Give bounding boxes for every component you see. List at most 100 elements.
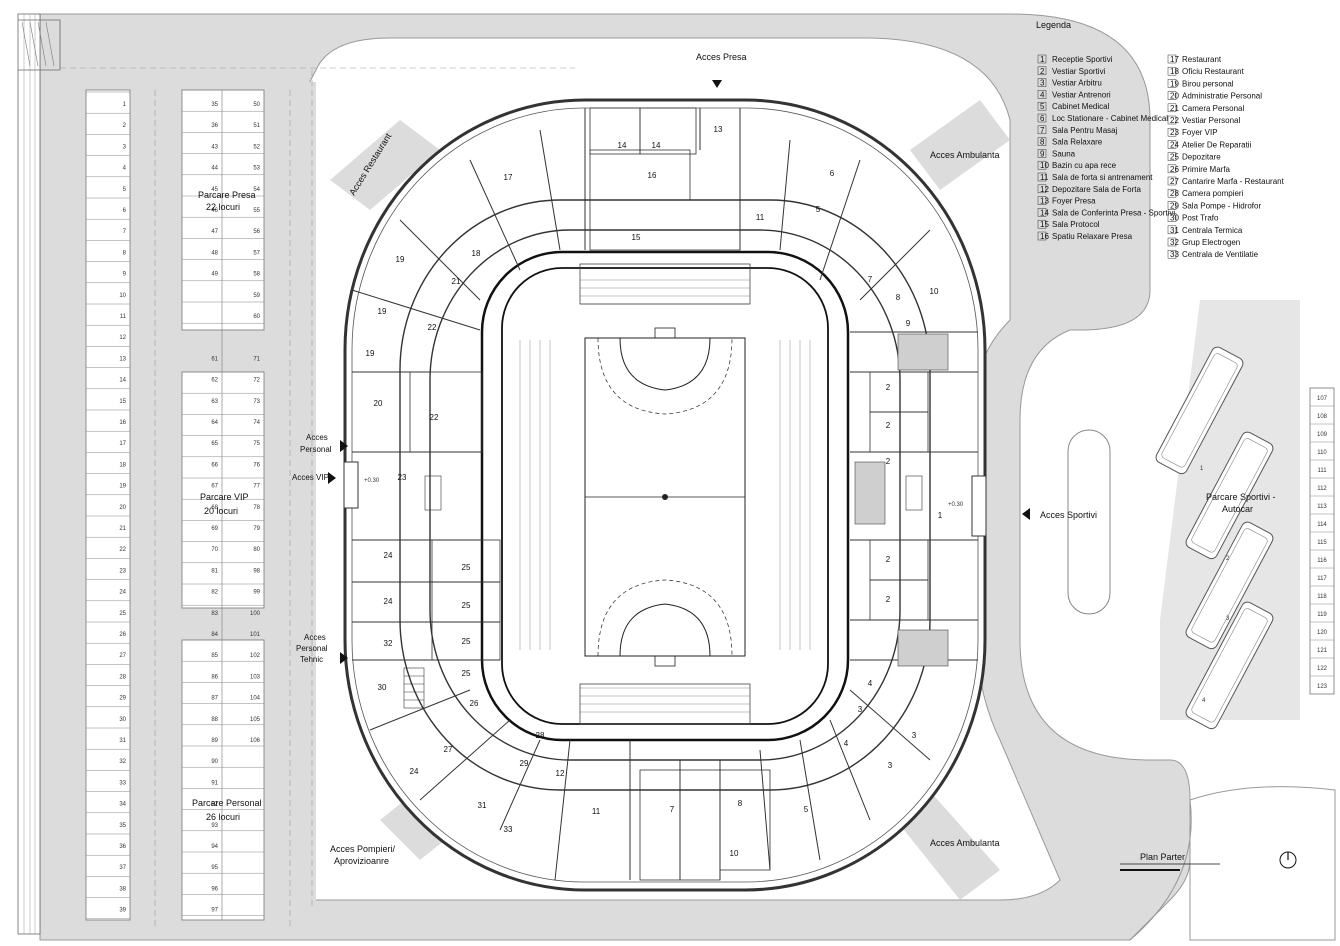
- parking-stall-number: 52: [253, 144, 260, 150]
- parking-stall-number: 64: [211, 420, 218, 426]
- legend-number-box: [1037, 219, 1047, 229]
- bus-stall-number: 121: [1317, 648, 1328, 654]
- legend-item-label: Cantarire Marfa - Restaurant: [1182, 177, 1285, 186]
- parking-stall-number: 51: [253, 123, 260, 129]
- legend-item-number: 13: [1040, 197, 1049, 206]
- legend-item-number: 18: [1170, 67, 1179, 76]
- acces-pompieri-label-2: Aprovizioanre: [334, 856, 389, 866]
- legend-item-number: 17: [1170, 55, 1179, 64]
- parking-stall-number: 36: [211, 123, 218, 129]
- parking-stall-number: 13: [119, 356, 126, 362]
- acces-pompieri-label-1: Acces Pompieri/: [330, 844, 396, 854]
- room-number: 17: [504, 173, 513, 182]
- parking-stall-number: 101: [250, 632, 261, 638]
- acces-tehnic-label-1: Acces: [304, 633, 326, 642]
- parking-stall-number: 104: [250, 696, 261, 702]
- parking-stall-number: 35: [119, 823, 126, 829]
- room-number: 5: [804, 805, 809, 814]
- legend-item-label: Camera Personal: [1182, 104, 1244, 113]
- parking-stall-number: 37: [119, 865, 126, 871]
- legend-item-number: 15: [1040, 220, 1049, 229]
- arrow-right-icon: [340, 652, 348, 664]
- legend-number-box: [1167, 164, 1177, 174]
- parking-stall-number: 19: [119, 484, 126, 490]
- room-number: 2: [886, 555, 891, 564]
- legend-item-label: Sala Relaxare: [1052, 138, 1103, 147]
- parking-stall-number: 86: [211, 674, 218, 680]
- legend-number-box: [1037, 66, 1047, 76]
- legend-number-box: [1167, 54, 1177, 64]
- room-number: 10: [730, 849, 739, 858]
- room-number: 25: [462, 669, 471, 678]
- legend-number-box: [1167, 115, 1177, 125]
- parking-stall-number: 18: [119, 462, 126, 468]
- parking-stall-number: 94: [211, 844, 218, 850]
- parking-stall-number: 35: [211, 102, 218, 108]
- acces-presa-label: Acces Presa: [696, 52, 747, 62]
- parking-stall-number: 100: [250, 611, 261, 617]
- legend-item-label: Administratie Personal: [1182, 92, 1262, 101]
- room-number: 14: [652, 141, 661, 150]
- legend-item-label: Centrala de Ventilatie: [1182, 250, 1259, 259]
- legend-item-number: 14: [1040, 208, 1049, 217]
- room-number: 12: [556, 769, 565, 778]
- parking-stall-number: 90: [211, 759, 218, 765]
- legend-item-label: Grup Electrogen: [1182, 238, 1240, 247]
- legend-number-box: [1037, 149, 1047, 158]
- legend-number-box: [1167, 152, 1177, 161]
- legend-number-box: [1037, 125, 1047, 135]
- parking-stall-number: 45: [211, 187, 218, 193]
- parking-stall-number: 60: [253, 314, 260, 320]
- room-number: 27: [444, 745, 453, 754]
- room-number: 8: [896, 293, 901, 302]
- room-number: 25: [462, 601, 471, 610]
- arrow-left-icon: [1022, 508, 1030, 520]
- parking-stall-number: 63: [211, 399, 218, 405]
- legend-number-box: [1037, 172, 1047, 182]
- legend-number-box: [1037, 78, 1047, 87]
- parking-stall-number: 49: [211, 272, 218, 278]
- legend-item-label: Primire Marfa: [1182, 165, 1231, 174]
- room-number: 11: [756, 213, 765, 222]
- legend-number-box: [1167, 225, 1177, 235]
- legend-item-number: 32: [1170, 238, 1179, 247]
- bus-stall-number: 114: [1317, 522, 1327, 528]
- parking-stall-number: 73: [253, 399, 260, 405]
- legend-title: Legenda: [1036, 20, 1071, 30]
- bus-stall-number: 116: [1317, 558, 1327, 564]
- legend-item-label: Spatiu Relaxare Presa: [1052, 232, 1133, 241]
- legend-number-box: [1167, 201, 1177, 210]
- parking-stall-number: 74: [253, 420, 260, 426]
- parking-stall-number: 4: [123, 166, 127, 172]
- room-number: 24: [384, 551, 393, 560]
- legend-number-box: [1167, 140, 1177, 149]
- parking-stall-number: 6: [123, 208, 127, 214]
- legend-number-box: [1037, 160, 1047, 170]
- legend-item-number: 7: [1040, 126, 1045, 135]
- legend-number-box: [1167, 176, 1177, 186]
- parking-stall-number: 38: [119, 886, 126, 892]
- parking-stall-number: 44: [211, 166, 218, 172]
- legend-item-label: Vestiar Antrenori: [1052, 90, 1111, 99]
- parking-stall-number: 62: [211, 378, 218, 384]
- parking-stall-number: 61: [211, 356, 218, 362]
- room-number: 4: [844, 739, 849, 748]
- parking-stall-number: 55: [253, 208, 260, 214]
- legend-item-number: 8: [1040, 138, 1045, 147]
- room-number: 14: [618, 141, 627, 150]
- parking-stall-number: 77: [253, 484, 260, 490]
- legend-item-number: 4: [1040, 90, 1045, 99]
- parking-stall-number: 32: [119, 759, 126, 765]
- room-number: 3: [912, 731, 917, 740]
- parking-stall-number: 57: [253, 250, 260, 256]
- legend-item-label: Foyer Presa: [1052, 197, 1096, 206]
- room-number: 22: [428, 323, 437, 332]
- plan-title: Plan Parter: [1140, 852, 1185, 862]
- arrow-right-icon: [328, 472, 336, 484]
- room-number: 20: [374, 399, 383, 408]
- parking-stall-number: 93: [211, 823, 218, 829]
- parking-stall-number: 15: [119, 399, 126, 405]
- acces-personal-label-2: Personal: [300, 445, 332, 454]
- parking-stall-number: 43: [211, 144, 218, 150]
- legend-item-label: Loc Stationare - Cabinet Medical: [1052, 114, 1168, 123]
